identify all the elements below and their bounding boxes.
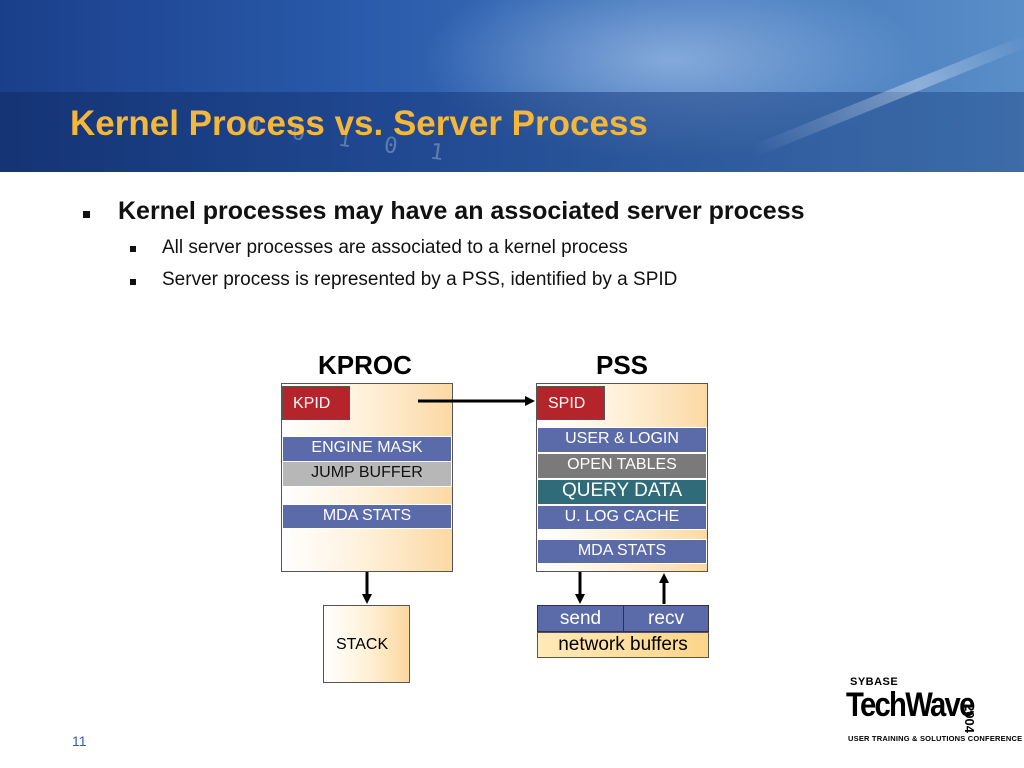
user-login-field: USER & LOGIN xyxy=(537,427,707,453)
page-number: 11 xyxy=(72,733,87,749)
kproc-label: KPROC xyxy=(318,350,412,380)
spid-field: SPID xyxy=(537,386,605,420)
slide-header-banner: 0 0 1 0 1 xyxy=(0,0,1024,172)
bullet-sub-2: Server process is represented by a PSS, … xyxy=(162,269,678,290)
send-buffer: send xyxy=(537,605,624,632)
slide-title: Kernel Process vs. Server Process xyxy=(70,104,648,143)
logo-tagline: USER TRAINING & SOLUTIONS CONFERENCE xyxy=(848,734,1023,743)
network-buffers: network buffers xyxy=(537,632,709,658)
recv-buffer: recv xyxy=(623,605,709,632)
stack-label: STACK xyxy=(336,636,389,653)
query-data-field: QUERY DATA xyxy=(537,479,707,505)
header-band xyxy=(0,92,1024,172)
bullet-sub-1: All server processes are associated to a… xyxy=(162,237,628,258)
kproc-panel: KPID ENGINE MASK JUMP BUFFER MDA STATS xyxy=(281,383,453,572)
pss-panel: SPID USER & LOGIN OPEN TABLES QUERY DATA… xyxy=(536,383,708,572)
bullet-main: Kernel processes may have an associated … xyxy=(118,197,805,225)
stack-box: STACK xyxy=(323,605,410,683)
jump-buffer-field: JUMP BUFFER xyxy=(282,461,452,487)
bullet-square-icon xyxy=(83,211,90,218)
u-log-cache-field: U. LOG CACHE xyxy=(537,505,707,530)
kproc-mda-stats-field: MDA STATS xyxy=(282,504,452,529)
logo-brand: SYBASE xyxy=(850,676,899,688)
logo-wordmark: TechWave xyxy=(846,686,975,724)
pss-mda-stats-field: MDA STATS xyxy=(537,539,707,564)
kpid-field: KPID xyxy=(282,386,350,420)
bullet-square-icon xyxy=(130,246,136,252)
open-tables-field: OPEN TABLES xyxy=(537,453,707,479)
pss-label: PSS xyxy=(596,350,649,380)
techwave-logo: SYBASE TechWave 2004 USER TRAINING & SOL… xyxy=(846,676,1022,752)
bullet-square-icon xyxy=(130,279,136,285)
logo-year: 2004 xyxy=(962,704,977,733)
